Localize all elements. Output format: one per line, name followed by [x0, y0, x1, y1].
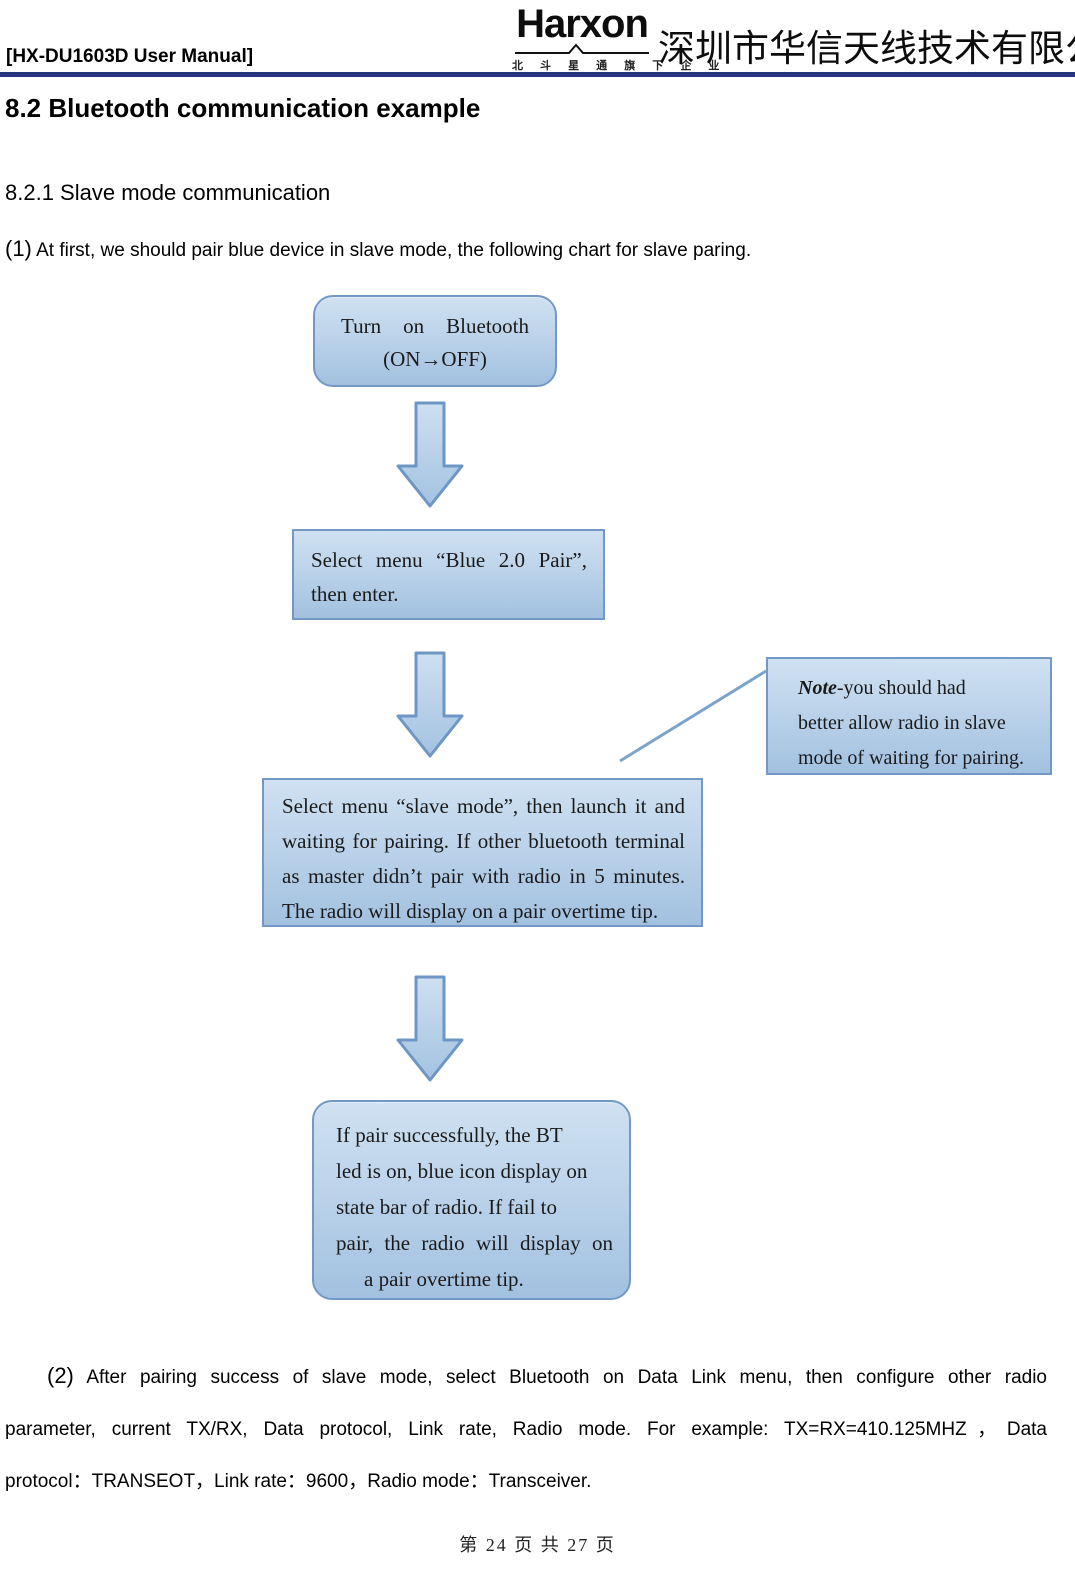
note-callout: Note-you should had better allow radio i… [766, 657, 1052, 775]
flow-step-select-blue-pair: Select menu “Blue 2.0 Pair”, then enter. [292, 529, 605, 620]
flow-step-select-slave-mode: Select menu “slave mode”, then launch it… [262, 778, 703, 927]
flow-step-text: Turn on Bluetooth [341, 314, 529, 338]
flow-step-text: Select menu “Blue 2.0 Pair”, [311, 548, 587, 572]
flow-step-text: The radio will display on a pair overtim… [282, 899, 659, 923]
note-connector-line [619, 669, 767, 763]
paragraph-1-text: At first, we should pair blue device in … [31, 240, 752, 261]
note-label: Note [798, 677, 837, 699]
company-name-cn: 深圳市华信天线技术有限公司 [658, 28, 1075, 69]
flow-step-text: Select menu “slave mode”, then launch it… [282, 794, 685, 818]
flow-step-text: pair, the radio will display on [336, 1231, 613, 1255]
note-text: mode of waiting for pairing. [798, 747, 1025, 769]
header-divider [0, 72, 1075, 77]
logo-underline-icon [515, 43, 649, 54]
flow-step-text: as master didn’t pair with radio in 5 mi… [282, 864, 685, 888]
paragraph-2-marker: (2) [47, 1363, 74, 1388]
note-text: better allow radio in slave [798, 712, 1006, 734]
flow-step-pair-result: If pair successfully, the BT led is on, … [312, 1100, 631, 1300]
harxon-wordmark: Harxon [516, 2, 649, 46]
paragraph-2-line: (2) After pairing success of slave mode,… [5, 1350, 1047, 1404]
flow-step-text: If pair successfully, the BT [336, 1123, 563, 1147]
down-arrow-icon [396, 401, 464, 508]
flow-step-text: a pair overtime tip. [364, 1267, 524, 1291]
page-header: [HX-DU1603D User Manual] Harxon 北 斗 星 通 … [0, 0, 1075, 72]
slave-pairing-flowchart: Turn on Bluetooth (ON→OFF) Select menu “… [0, 272, 1075, 1332]
page-number: 第 24 页 共 27 页 [459, 1535, 616, 1555]
down-arrow-icon [396, 975, 464, 1082]
down-arrow-icon [396, 651, 464, 758]
note-text: Note-you should had [798, 671, 1050, 706]
flow-step-turn-on-bluetooth: Turn on Bluetooth (ON→OFF) [313, 295, 557, 387]
harxon-logo: Harxon 北 斗 星 通 旗 下 企 业 [512, 2, 727, 73]
flow-step-text: (ON→OFF) [383, 347, 487, 371]
paragraph-2-text: After pairing success of slave mode, sel… [73, 1367, 1047, 1388]
logo-slogan: 北 斗 星 通 旗 下 企 业 [512, 60, 727, 72]
section-heading: 8.2 Bluetooth communication example [5, 93, 481, 123]
subsection-heading: 8.2.1 Slave mode communication [5, 180, 331, 205]
paragraph-1: (1) At first, we should pair blue device… [5, 236, 1045, 262]
flow-step-text: then enter. [311, 582, 399, 606]
manual-title: [HX-DU1603D User Manual] [6, 46, 254, 67]
paragraph-1-marker: (1) [5, 236, 32, 261]
paragraph-2-line: protocol：TRANSEOT，Link rate：9600，Radio m… [5, 1471, 592, 1492]
flow-step-text: state bar of radio. If fail to [336, 1195, 557, 1219]
flow-step-text: waiting for pairing. If other bluetooth … [282, 829, 685, 853]
flow-step-text: led is on, blue icon display on [336, 1159, 588, 1183]
paragraph-2-line: parameter, current TX/RX, Data protocol,… [5, 1419, 1047, 1440]
note-text-rest: -you should had [836, 677, 966, 699]
paragraph-2: (2) After pairing success of slave mode,… [5, 1350, 1047, 1508]
